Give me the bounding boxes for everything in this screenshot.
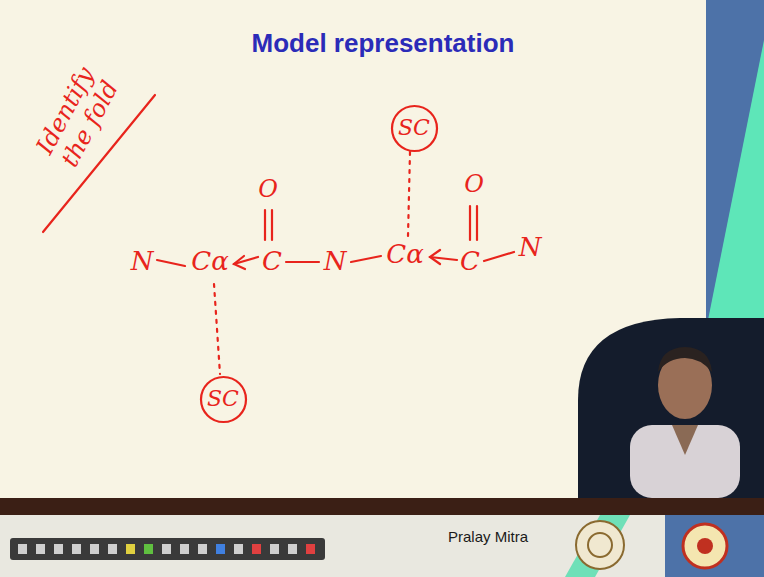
circle-stroke <box>201 377 246 422</box>
bond <box>286 261 319 263</box>
side-chain-link <box>214 284 220 374</box>
side-chain-circle: SC <box>199 375 248 424</box>
presenter-frame <box>578 318 764 498</box>
atom-label: C <box>460 247 480 277</box>
bond <box>351 256 381 262</box>
bond <box>484 252 514 261</box>
presenter-hair <box>658 347 712 372</box>
atom-label: Cα <box>191 247 228 277</box>
double-bond <box>476 206 478 240</box>
toolbar-icons <box>18 544 315 554</box>
atom-label: N <box>131 247 154 277</box>
side-chain-link <box>408 152 410 236</box>
arrowhead <box>430 250 440 264</box>
institute-logo-ring <box>588 533 612 557</box>
circle-text: SC <box>207 387 239 411</box>
bottom-bar <box>0 498 764 515</box>
circle-text: SC <box>398 116 430 140</box>
atom-label: C <box>262 247 282 277</box>
logo-ground <box>665 515 764 577</box>
presenter-shirt <box>630 425 740 498</box>
atom-label: O <box>258 176 278 204</box>
double-bond <box>264 210 266 240</box>
molecule-bonds <box>43 95 514 374</box>
double-bond <box>271 210 273 240</box>
pen-toolbar <box>10 538 325 560</box>
side-chain-circle: SC <box>390 104 439 153</box>
footer-stripe <box>565 515 630 577</box>
atom-label: O <box>464 171 484 199</box>
atom-label: N <box>324 247 347 277</box>
bond <box>157 260 185 266</box>
nptel-logo <box>683 524 727 568</box>
slide-ground <box>0 0 764 498</box>
atom-label: N <box>519 233 542 263</box>
presenter-neck <box>672 425 698 455</box>
slide-title: Model representation <box>252 28 515 59</box>
presenter-name: Pralay Mitra <box>448 528 528 545</box>
double-bond <box>469 206 471 240</box>
nptel-logo-core <box>697 538 713 554</box>
institute-logo <box>576 521 624 569</box>
green-wedge <box>706 40 764 330</box>
arrowhead <box>234 256 245 269</box>
circle-stroke <box>392 106 437 151</box>
atom-label: Cα <box>386 240 423 270</box>
blue-band <box>706 0 764 330</box>
